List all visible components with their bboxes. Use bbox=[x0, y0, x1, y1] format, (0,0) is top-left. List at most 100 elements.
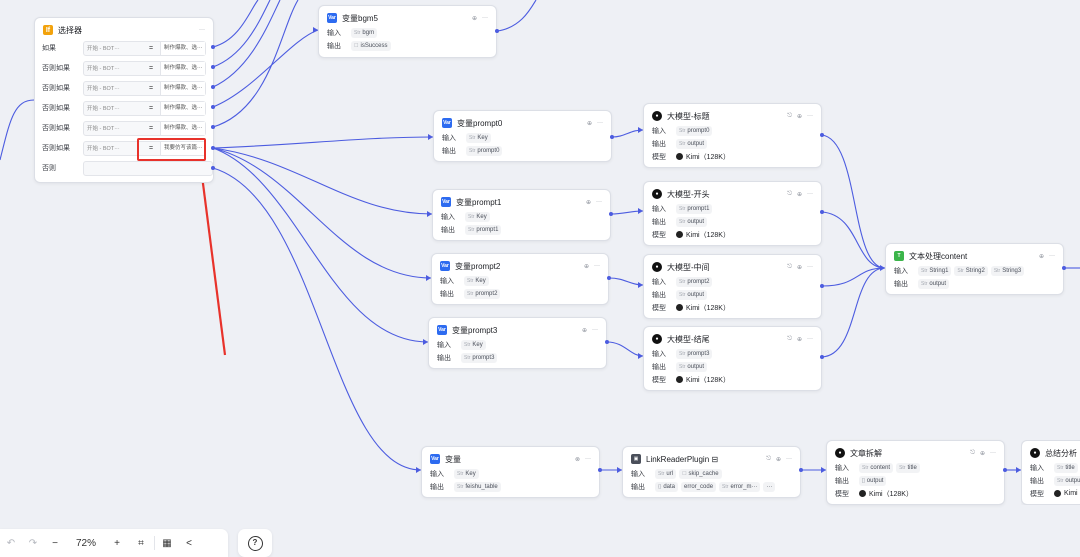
share-icon[interactable]: ⎋ bbox=[787, 263, 792, 270]
run-icon[interactable]: ⊕ bbox=[585, 199, 591, 206]
more-icon[interactable]: ··· bbox=[786, 455, 792, 462]
more-icon[interactable]: ··· bbox=[807, 263, 813, 270]
more-icon[interactable]: ··· bbox=[585, 455, 591, 462]
output-port[interactable] bbox=[610, 135, 614, 139]
condition-branch[interactable]: 如果开始 - BOT···=制作爆款、选··· bbox=[35, 38, 213, 58]
output-port[interactable] bbox=[211, 125, 215, 129]
condition-box[interactable]: 开始 - BOT···=制作爆款、选··· bbox=[83, 120, 206, 136]
node-title: 变量prompt0 bbox=[457, 118, 503, 128]
run-icon[interactable]: ⊕ bbox=[1038, 253, 1044, 260]
more-icon[interactable]: ··· bbox=[807, 335, 813, 342]
run-icon[interactable]: ⊕ bbox=[796, 264, 802, 271]
input-label: 输入 bbox=[430, 470, 444, 478]
run-icon[interactable]: ⊕ bbox=[471, 15, 477, 22]
share-icon[interactable]: ⎋ bbox=[766, 455, 771, 462]
output-port[interactable] bbox=[1003, 468, 1007, 472]
more-icon[interactable]: ··· bbox=[1049, 252, 1055, 259]
run-icon[interactable]: ⊕ bbox=[796, 113, 802, 120]
input-label: 输入 bbox=[835, 464, 849, 472]
undo-icon[interactable]: ↶ bbox=[6, 537, 16, 549]
more-icon[interactable]: ··· bbox=[596, 198, 602, 205]
run-icon[interactable]: ⊕ bbox=[796, 336, 802, 343]
output-port[interactable] bbox=[609, 212, 613, 216]
run-icon[interactable]: ⊕ bbox=[586, 120, 592, 127]
run-icon[interactable]: ⊕ bbox=[796, 191, 802, 198]
condition-branch[interactable]: 否则如果开始 - BOT···=制作爆款、选··· bbox=[35, 78, 213, 98]
else-label: 否则 bbox=[42, 165, 56, 172]
help-icon[interactable]: ? bbox=[247, 535, 263, 551]
output-port[interactable] bbox=[607, 276, 611, 280]
share-icon[interactable]: ⎋ bbox=[787, 190, 792, 197]
condition-box[interactable]: 开始 - BOT···=制作爆款、选··· bbox=[83, 60, 206, 76]
fit-view-icon[interactable]: ⌗ bbox=[138, 537, 144, 549]
run-icon[interactable]: ⊕ bbox=[581, 327, 587, 334]
output-port[interactable] bbox=[211, 45, 215, 49]
output-port[interactable] bbox=[820, 133, 824, 137]
zoom-out-button[interactable]: − bbox=[52, 537, 58, 549]
zoom-in-button[interactable]: + bbox=[114, 537, 120, 549]
share-icon[interactable]: ⎋ bbox=[787, 112, 792, 119]
edge bbox=[212, 167, 422, 471]
collapse-icon[interactable]: < bbox=[186, 537, 192, 549]
output-port[interactable] bbox=[598, 468, 602, 472]
redo-icon[interactable]: ↷ bbox=[28, 537, 38, 549]
output-port[interactable] bbox=[495, 29, 499, 33]
run-icon[interactable]: ⊕ bbox=[775, 456, 781, 463]
more-icon[interactable]: ··· bbox=[482, 14, 488, 21]
run-icon[interactable]: ⊕ bbox=[979, 450, 985, 457]
share-icon[interactable]: ⎋ bbox=[970, 449, 975, 456]
output-port[interactable] bbox=[820, 210, 824, 214]
more-icon[interactable]: ··· bbox=[592, 326, 598, 333]
run-icon[interactable]: ⊕ bbox=[583, 263, 589, 270]
more-params-button[interactable]: ··· bbox=[763, 481, 776, 492]
output-port[interactable] bbox=[799, 468, 803, 472]
condition-branch[interactable]: 否则如果开始 - BOT···=我要仿写该篇··· bbox=[35, 138, 213, 158]
condition-box[interactable]: 开始 - BOT···=制作爆款、选··· bbox=[83, 80, 206, 96]
output-label: 输出 bbox=[441, 226, 455, 234]
more-icon[interactable]: ··· bbox=[807, 112, 813, 119]
zoom-level[interactable]: 72% bbox=[75, 537, 96, 549]
output-port[interactable] bbox=[820, 284, 824, 288]
llm-icon: ● bbox=[652, 334, 662, 344]
condition-box[interactable]: 开始 - BOT···=制作爆款、选··· bbox=[83, 40, 206, 56]
more-icon[interactable]: ··· bbox=[990, 449, 996, 456]
input-label: 输入 bbox=[652, 350, 666, 358]
layout-icon[interactable]: ▦ bbox=[162, 537, 172, 549]
more-icon[interactable]: ··· bbox=[199, 27, 205, 33]
share-icon[interactable]: ⎋ bbox=[787, 335, 792, 342]
condition-box[interactable]: 开始 - BOT···=我要仿写该篇··· bbox=[83, 140, 206, 156]
selector-node[interactable]: If 选择器 ··· 如果开始 - BOT···=制作爆款、选···否则如果开始… bbox=[34, 17, 214, 183]
debug-icon[interactable]: ⊗ bbox=[574, 456, 580, 463]
output-port[interactable] bbox=[211, 166, 215, 170]
output-port[interactable] bbox=[1062, 266, 1066, 270]
output-port[interactable] bbox=[211, 105, 215, 109]
more-icon[interactable]: ··· bbox=[594, 262, 600, 269]
output-port[interactable] bbox=[211, 65, 215, 69]
output-port[interactable] bbox=[820, 355, 824, 359]
condition-box[interactable]: 开始 - BOT···=制作爆款、选··· bbox=[83, 100, 206, 116]
output-port[interactable] bbox=[211, 146, 215, 150]
more-icon[interactable]: ··· bbox=[597, 119, 603, 126]
more-icon[interactable]: ··· bbox=[807, 190, 813, 197]
condition-branch[interactable]: 否则如果开始 - BOT···=制作爆款、选··· bbox=[35, 58, 213, 78]
condition-branch[interactable]: 否则如果开始 - BOT···=制作爆款、选··· bbox=[35, 118, 213, 138]
type-tag: Str bbox=[679, 350, 686, 357]
condition-branch[interactable]: 否则如果开始 - BOT···=制作爆款、选··· bbox=[35, 98, 213, 118]
output-port[interactable] bbox=[211, 85, 215, 89]
output-port[interactable] bbox=[605, 340, 609, 344]
